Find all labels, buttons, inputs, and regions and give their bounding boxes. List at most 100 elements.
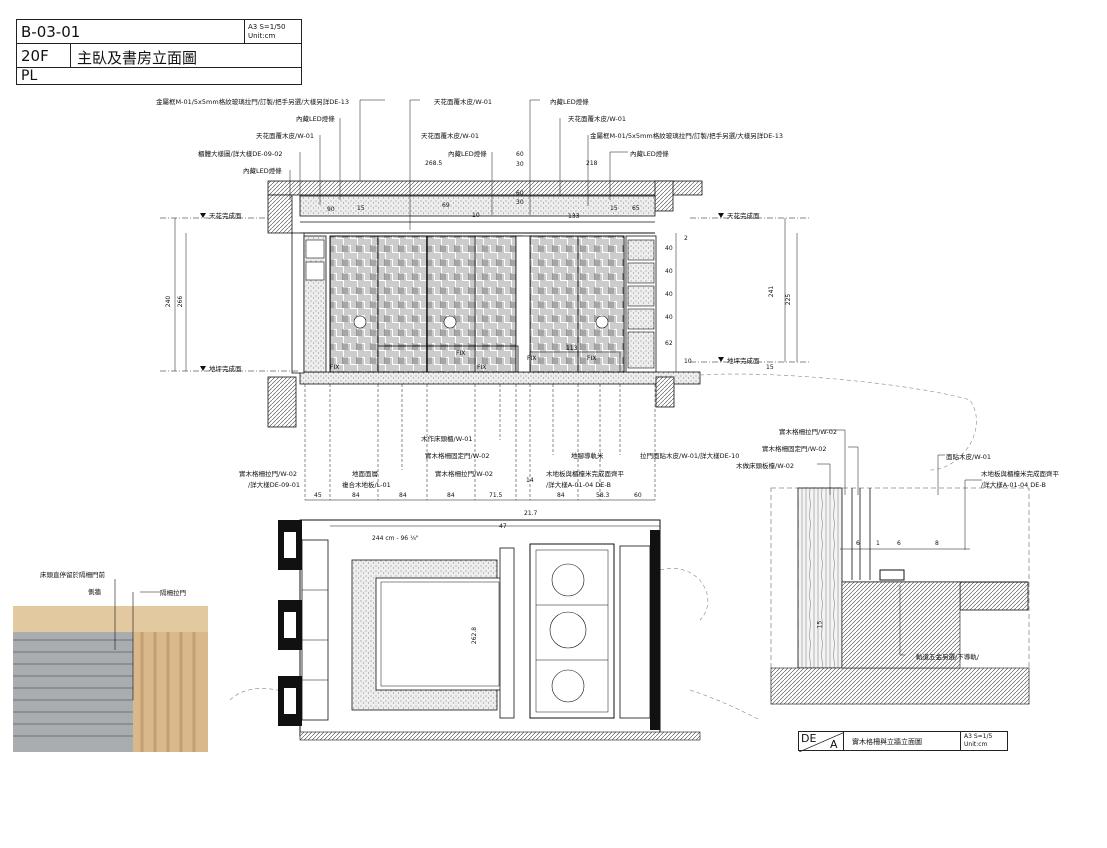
dim-label: 84 xyxy=(352,492,360,499)
level-floor-left: 地坪完成面 xyxy=(209,365,242,373)
dim-label: 40 xyxy=(665,314,673,321)
dim-label: 15 xyxy=(357,205,365,212)
dim-label: 133 xyxy=(568,213,580,220)
elev-label: 內藏LED燈條 xyxy=(448,150,487,158)
fix-tag: FIX xyxy=(587,355,597,362)
bed xyxy=(375,577,505,691)
detail-label: /詳大樣A-01-04 DE-B xyxy=(981,481,1046,489)
fix-tag: FIX xyxy=(456,350,466,357)
title-code-cell: B-03-01 xyxy=(16,19,245,44)
detail-label: 實木格柵拉門/W-02 xyxy=(779,428,837,436)
photo-label: 隔柵拉門 xyxy=(160,589,186,597)
dim-label: 84 xyxy=(399,492,407,499)
fix-tag: FIX xyxy=(527,355,537,362)
bottom-label: 實木格柵拉門/W-02 xyxy=(435,470,493,478)
plan-bed-length: 262.8 xyxy=(471,626,479,645)
dim-label: 15 xyxy=(766,364,774,371)
detail-label: 面貼木皮/W-01 xyxy=(946,453,991,461)
dim-label: 225 xyxy=(785,293,793,306)
elev-label: 櫃體大樣圖/詳大樣DE-09-02 xyxy=(198,150,283,158)
dim-label: 71.5 xyxy=(489,492,503,499)
bottom-label: 實木格柵拉門/W-02 xyxy=(239,470,297,478)
dim-label: 40 xyxy=(665,291,673,298)
dim-label: 218 xyxy=(586,160,598,167)
detail-scale: A3 S=1/5 xyxy=(964,733,993,740)
dim-label: 30 xyxy=(516,199,524,206)
floor-label: 20F xyxy=(21,47,49,65)
sheet-title: 主臥及書房立面圖 xyxy=(77,49,198,67)
drawing-scale: A3 S=1/50 xyxy=(248,23,286,31)
detail-letter: A xyxy=(830,738,838,751)
drawing-code: B-03-01 xyxy=(21,23,81,41)
ceiling-slab xyxy=(267,180,703,196)
dim-label: 69 xyxy=(442,202,450,209)
detail-scale-cell: A3 S=1/5 Unit:cm xyxy=(960,731,1008,751)
dim-label: 241 xyxy=(768,285,776,298)
title-sub-cell: PL xyxy=(16,67,302,85)
dim-label: 113 xyxy=(566,345,578,352)
bottom-label: 地腳導軌米 xyxy=(571,452,604,460)
dim-label: 84 xyxy=(447,492,455,499)
photo-label: 側牆 xyxy=(88,588,101,596)
bottom-label: 拉門面貼木皮/W-01/詳大樣DE-10 xyxy=(640,452,740,460)
dim-label: 8 xyxy=(935,540,939,547)
detail-floor xyxy=(770,667,1030,705)
detail-grille xyxy=(797,487,843,669)
dim-label: 240 xyxy=(165,295,173,308)
bottom-label: 複合木地板/L-01 xyxy=(342,481,391,489)
dim-label: 90 xyxy=(327,206,335,213)
elev-label: 金屬框M-01/5x5mm格紋玻璃拉門/訂製/把手另選/大樣另詳DE-13 xyxy=(156,98,349,106)
detail-label: 軌道五金另選/下導軌/ xyxy=(916,653,979,661)
detail-title: 實木格柵與立牆立面圖 xyxy=(852,738,922,746)
weave-door-panels-left xyxy=(329,235,523,373)
dim-label: 14 xyxy=(526,477,534,484)
floor-beam-left xyxy=(267,376,297,428)
detail-label: 木做床頭板檯/W-02 xyxy=(736,462,794,470)
dim-label: 268.5 xyxy=(425,160,443,167)
bottom-label: 實木格柵固定門/W-02 xyxy=(425,452,490,460)
drawing-unit: Unit:cm xyxy=(248,32,276,40)
detail-label: 實木格柵固定門/W-02 xyxy=(762,445,827,453)
elev-label: 內藏LED燈條 xyxy=(550,98,589,106)
ceiling-soffit-left xyxy=(267,194,293,234)
level-ceiling-right: 天花完成面 xyxy=(727,212,760,220)
fix-tag: FIX xyxy=(477,364,487,371)
dim-label: 10 xyxy=(684,358,692,365)
floor-slab xyxy=(299,371,701,385)
dim-label: 60 xyxy=(634,492,642,499)
dim-label: 15 xyxy=(610,205,618,212)
elev-label: 天花面覆木皮/W-01 xyxy=(256,132,314,140)
level-ceiling-left: 天花完成面 xyxy=(209,212,242,220)
dim-label: 40 xyxy=(665,268,673,275)
bottom-label: 木地板與櫃檯米完成面齊平 xyxy=(546,470,624,478)
dim-label: 10 xyxy=(472,212,480,219)
weave-door-panels-right xyxy=(529,235,625,373)
bottom-label: 木作床頭櫃/W-01 xyxy=(421,435,473,443)
detail-unit: Unit:cm xyxy=(964,741,988,748)
detail-title-block: DE A 實木格柵與立牆立面圖 A3 S=1/5 Unit:cm xyxy=(798,731,1008,752)
dim-label: 30 xyxy=(516,161,524,168)
dim-label: 84 xyxy=(557,492,565,499)
detail-code: DE xyxy=(801,732,817,745)
dim-label: 6 xyxy=(856,540,860,547)
dim-label: 21.7 xyxy=(524,510,538,517)
bottom-label: /詳大樣A-01-04 DE-B xyxy=(546,481,611,489)
plan-bed-dim: 244 cm - 96 ⅛" xyxy=(372,535,419,542)
elev-label: 天花面覆木皮/W-01 xyxy=(568,115,626,123)
dim-label: 45 xyxy=(314,492,322,499)
level-floor-right: 地坪完成面 xyxy=(727,357,760,365)
elev-label: 天花面覆木皮/W-01 xyxy=(434,98,492,106)
dim-label: 1 xyxy=(876,540,880,547)
elev-label: 內藏LED燈條 xyxy=(630,150,669,158)
dim-label: 6 xyxy=(897,540,901,547)
dim-label: 65 xyxy=(632,205,640,212)
dim-label: 62 xyxy=(665,340,673,347)
dim-label: 60 xyxy=(516,190,524,197)
title-block: B-03-01 A3 S=1/50 Unit:cm 20F 主臥及書房立面圖 P… xyxy=(16,19,302,85)
ceiling-board xyxy=(299,195,656,217)
dim-label: 47 xyxy=(499,523,507,530)
elev-label: 天花面覆木皮/W-01 xyxy=(421,132,479,140)
photo-label: 床頭直停留於隔柵門前 xyxy=(40,571,105,579)
ceiling-soffit-right xyxy=(654,180,674,212)
